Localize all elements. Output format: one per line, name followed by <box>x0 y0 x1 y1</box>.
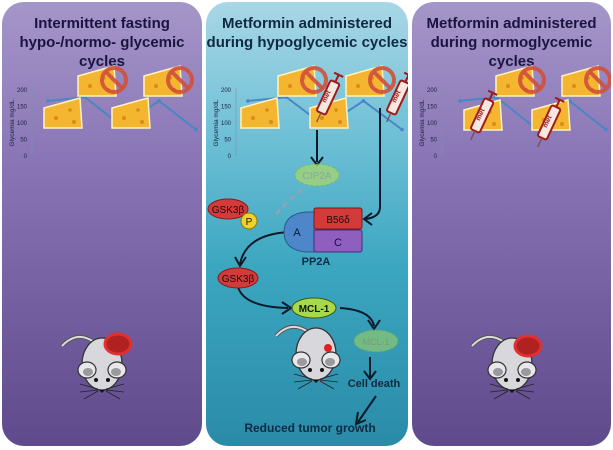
y-tick-label: 0 <box>434 154 438 160</box>
mcl1-node: MCL-1 <box>291 297 337 319</box>
y-axis-label: Glycemia mg/dL <box>213 99 220 146</box>
pp2a-c-subunit <box>313 229 363 253</box>
y-tick-label: 100 <box>17 121 28 127</box>
no-cheese-icon <box>143 65 194 97</box>
pp2a-label: PP2A <box>302 256 331 268</box>
y-axis-label: Glycemia mg/dL <box>9 99 16 146</box>
cheese-icon <box>43 97 83 129</box>
gsk3b-label: GSK3β <box>222 274 255 285</box>
glycemia-point <box>46 99 50 103</box>
tumor-icon <box>513 334 543 358</box>
y-tick-label: 50 <box>224 138 231 144</box>
gsk3b-phospho-node: GSK3β P <box>207 198 258 230</box>
glycemia-point <box>157 99 161 103</box>
y-tick-label: 150 <box>427 105 438 111</box>
arrowhead <box>362 212 373 226</box>
y-tick-label: 50 <box>430 138 437 144</box>
tumor-icon <box>324 344 332 352</box>
panel-intermittent-fasting: Intermittent fasting hypo-/normo- glycem… <box>2 2 202 446</box>
glycemia-point <box>400 127 404 132</box>
arrow-to-mcl1-degraded <box>339 307 375 327</box>
cip2a-label: CIP2A <box>303 171 332 182</box>
cip2a-node: CIP2A <box>294 163 340 187</box>
panel-title: Metformin administered during hypoglycem… <box>206 14 408 52</box>
y-tick-label: 50 <box>20 138 27 144</box>
mouse-icon <box>274 324 342 391</box>
mcl1-label: MCL-1 <box>299 304 330 315</box>
y-tick-label: 200 <box>17 88 28 94</box>
no-cheese-icon <box>345 65 396 97</box>
arrowhead <box>367 319 381 331</box>
title-line-1: Metformin administered <box>221 15 393 32</box>
title-line-1: Intermittent fasting <box>34 15 170 32</box>
cell-death-label: Cell death <box>348 378 401 390</box>
pp2a-b-subunit <box>313 207 363 230</box>
cheese-icon <box>240 97 280 129</box>
pp2a-b-label: B56δ <box>326 215 350 226</box>
y-tick-label: 100 <box>221 121 232 127</box>
panel-metformin-normoglycemic: Metformin administered during normoglyce… <box>412 2 611 446</box>
cip2a-inhibition-dash <box>274 186 307 216</box>
no-cheese-icon <box>277 65 328 97</box>
glycemia-point <box>246 99 250 103</box>
glycemia-point <box>194 127 198 132</box>
glycemia-point <box>361 99 366 103</box>
gsk3b-label: GSK3β <box>212 205 245 216</box>
title-line-2: hypo-/normo- glycemic cycles <box>19 34 185 70</box>
tumor-icon <box>103 332 133 356</box>
arrowhead <box>354 411 367 426</box>
panel-title: Metformin administered during normoglyce… <box>412 14 611 71</box>
pp2a-a-subunit <box>283 211 315 253</box>
pathway-arrows <box>234 108 381 426</box>
arrowhead <box>234 256 247 268</box>
glycemia-point <box>458 99 462 103</box>
y-tick-label: 100 <box>427 121 438 127</box>
pp2a-complex: A B56δ C PP2A <box>283 207 363 268</box>
phospho-label: P <box>246 217 253 228</box>
outcome-label: Reduced tumor growth <box>244 421 375 435</box>
y-tick-label: 0 <box>24 154 28 160</box>
y-tick-label: 0 <box>228 154 232 160</box>
arrow-to-gsk3b <box>239 231 291 265</box>
y-tick-label: 200 <box>427 88 438 94</box>
arrow-to-outcome <box>357 395 377 423</box>
panel-title: Intermittent fasting hypo-/normo- glycem… <box>2 14 202 71</box>
arrow-to-b56 <box>365 108 381 220</box>
arrowhead <box>281 301 293 315</box>
pp2a-a-label: A <box>293 227 301 239</box>
y-axis-label: Glycemia mg/dL <box>419 99 426 146</box>
gsk3b-node: GSK3β <box>217 267 259 289</box>
panel-metformin-hypoglycemic: Metformin administered during hypoglycem… <box>206 2 408 446</box>
mcl1-degraded-node: MCL-1 <box>353 329 399 353</box>
no-cheese-icon <box>495 65 546 97</box>
y-tick-label: 200 <box>221 88 232 94</box>
title-line-2: during hypoglycemic cycles <box>206 34 408 51</box>
title-line-1: Metformin administered <box>426 15 597 32</box>
cheese-icon <box>111 97 151 129</box>
y-tick-label: 150 <box>221 105 232 111</box>
title-line-2: during normoglycemic cycles <box>430 34 593 70</box>
arrowhead <box>363 370 377 381</box>
no-cheese-icon <box>77 65 128 97</box>
glycemia-point <box>604 127 608 132</box>
y-tick-label: 150 <box>17 105 28 111</box>
pp2a-c-label: C <box>334 237 342 249</box>
mcl1-degraded-label: MCL-1 <box>362 337 389 347</box>
arrow-to-mcl1 <box>237 286 289 309</box>
no-cheese-icon <box>561 65 611 97</box>
